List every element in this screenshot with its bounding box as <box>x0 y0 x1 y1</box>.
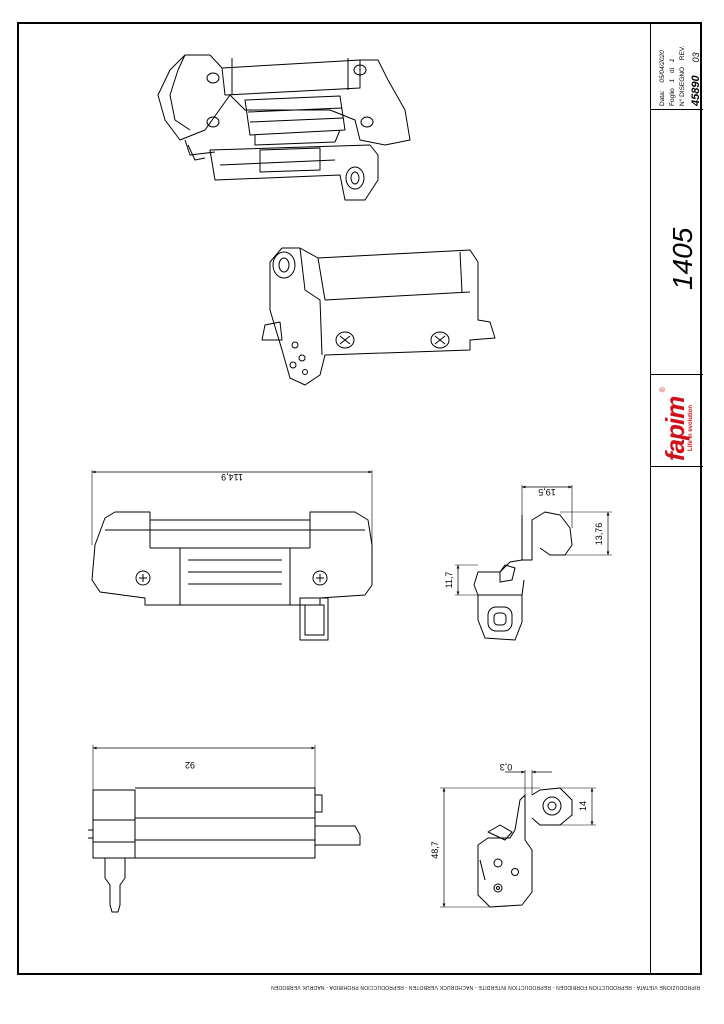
dimension-side-offset: 11,7 <box>444 564 478 596</box>
dim-front-length-label: 114,9 <box>221 472 243 482</box>
product-code-cell: 1405 <box>651 110 703 375</box>
dimension-side-width: 19,5 <box>521 485 573 528</box>
drawing-frame <box>17 22 702 975</box>
dimension-bottom-length: 92 <box>92 745 316 790</box>
side-view <box>473 511 573 641</box>
dimension-right-gap: 0,3 <box>500 762 552 795</box>
dim-side-height-label: 13,76 <box>594 523 604 546</box>
dimension-right-top: 14 <box>560 787 596 826</box>
dim-right-top-label: 14 <box>578 801 588 811</box>
brand-logo-cell: fapim ® Life in evolution <box>651 375 703 467</box>
dimension-right-height: 48,7 <box>430 787 540 908</box>
dimension-side-height: 13,76 <box>560 511 612 556</box>
dimension-front-length: 114,9 <box>91 470 373 545</box>
title-block-info-cell: Data: 05/04/2020 Foglio 1 di 1 N° DISEGN… <box>651 22 703 110</box>
title-block: Data: 05/04/2020 Foglio 1 di 1 N° DISEGN… <box>650 22 703 975</box>
reproduction-notice: RIPRODUZIONE VIETATA - REPRODUCTION FORB… <box>270 984 700 990</box>
isometric-view-top <box>157 54 411 201</box>
dim-right-height-label: 48,7 <box>430 841 440 859</box>
dim-side-width-label: 19,5 <box>538 487 556 497</box>
bottom-view <box>88 787 361 913</box>
dim-bottom-length-label: 92 <box>185 760 195 770</box>
dim-side-offset-label: 11,7 <box>444 572 454 589</box>
right-view <box>477 787 573 908</box>
isometric-view-middle <box>261 247 496 386</box>
front-view <box>91 511 373 641</box>
dim-right-gap-label: 0,3 <box>500 762 513 772</box>
